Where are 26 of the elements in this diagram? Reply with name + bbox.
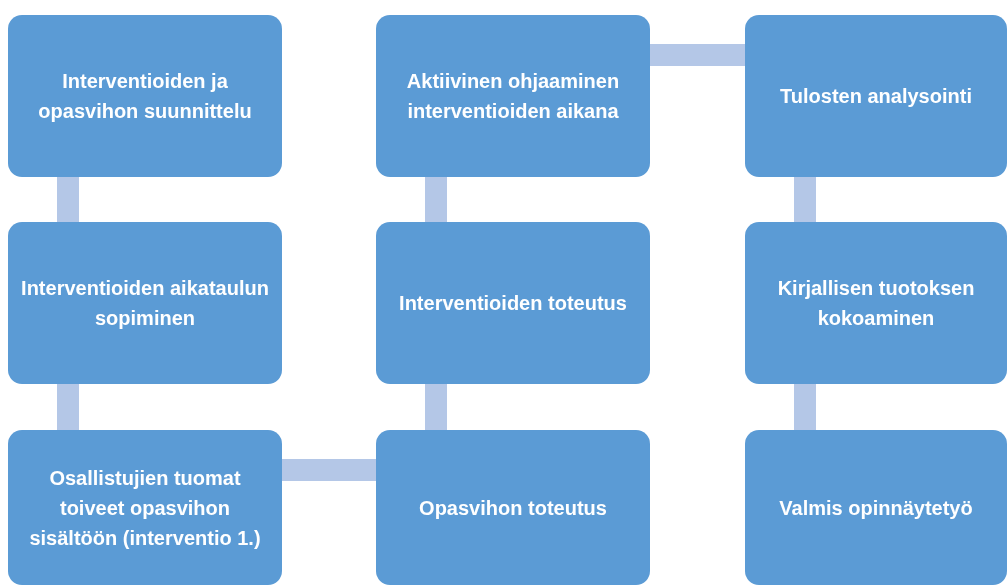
connector-bar [794,177,816,222]
process-box [8,222,282,384]
step-label: Interventioiden aikataulun sopiminen [20,276,270,331]
process-box [376,222,650,384]
process-box [745,430,1007,585]
connector-bar [425,177,447,222]
connector-bar [425,384,447,430]
step-label: Kirjallisen tuotoksen kokoaminen [776,276,976,331]
step-label: Tulosten analysointi [780,84,972,109]
step-label: Interventioiden ja opasvihon suunnittelu [37,69,253,124]
connector-bar [650,44,745,66]
process-box [376,15,650,177]
connector-bar [794,384,816,430]
step-label: Aktiivinen ohjaaminen interventioiden aikana [405,69,621,124]
process-box [8,15,282,177]
connector-bar [57,177,79,222]
connector-bar [282,459,376,481]
step-label: Opasvihon toteutus [419,495,607,521]
connector-bar [57,384,79,430]
step-label: Valmis opinnäytetyö [779,495,973,521]
step-label: Interventioiden toteutus [399,291,627,316]
step-label: Osallistujien tuomat toiveet opasvihon sisältöön (interventio 1.) [28,465,262,551]
process-box [745,222,1007,384]
process-box [8,430,282,585]
process-box [745,15,1007,177]
process-box [376,430,650,585]
